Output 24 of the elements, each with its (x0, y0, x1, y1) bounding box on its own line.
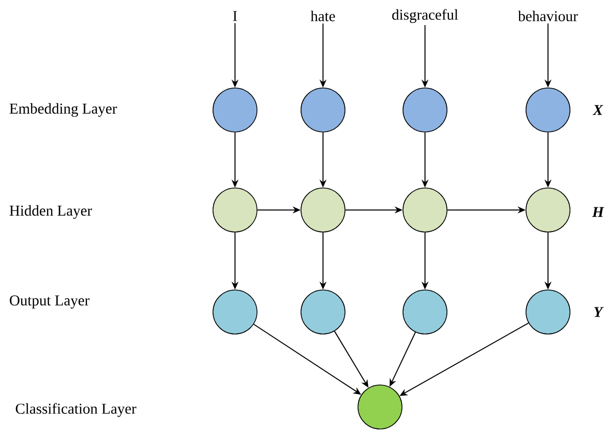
circle (358, 384, 402, 430)
axis-symbol: Y (594, 307, 604, 317)
circle (212, 188, 258, 232)
circle (212, 290, 258, 334)
word: hate (310, 10, 335, 22)
axis-symbol: H (592, 207, 604, 217)
circle (526, 88, 570, 132)
circle (300, 290, 346, 334)
circle (402, 290, 448, 334)
circle (526, 290, 570, 334)
circle (300, 188, 346, 232)
circle (212, 88, 258, 132)
word: behaviour (518, 10, 578, 22)
layer-label: Embedding Layer (10, 103, 117, 117)
word: I (233, 11, 237, 21)
word: disgraceful (392, 9, 458, 23)
circle (526, 188, 570, 232)
layer-label: Classification Layer (16, 403, 136, 417)
circle (300, 88, 346, 132)
layer-label: Output Layer (10, 295, 90, 309)
axis-symbol: X (592, 105, 604, 115)
circle (402, 88, 448, 132)
circle (402, 188, 448, 232)
layer-label: Hidden Layer (10, 205, 92, 219)
